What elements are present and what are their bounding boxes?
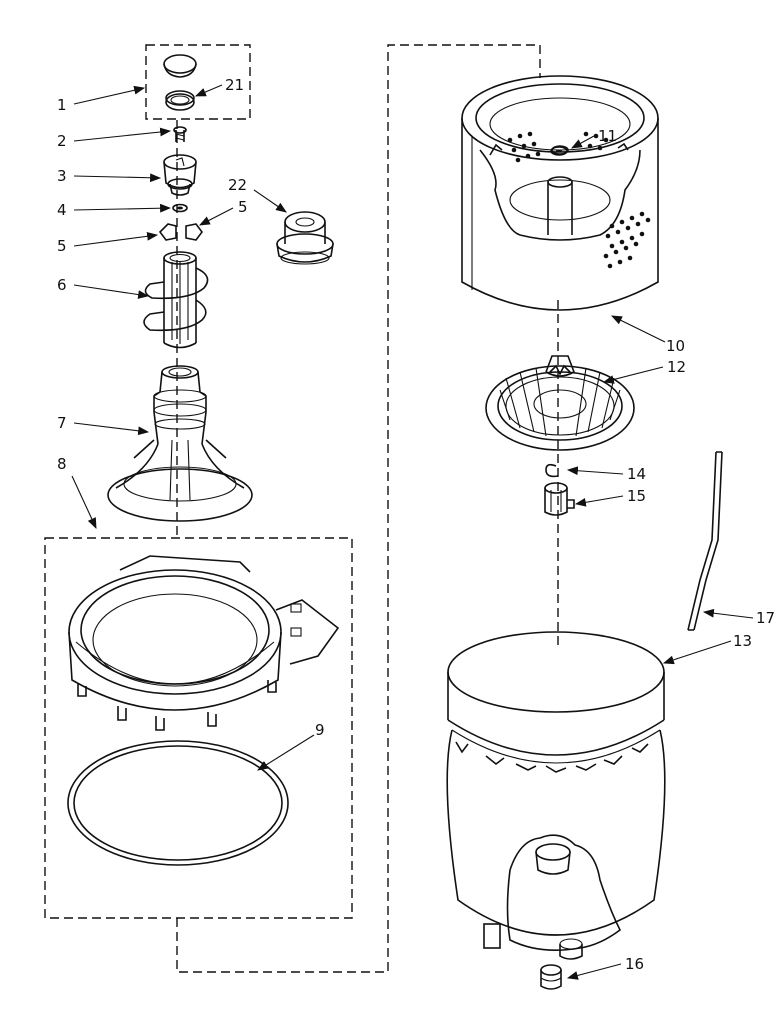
leader-11 bbox=[571, 135, 595, 149]
connector-line bbox=[176, 44, 541, 973]
leader-7 bbox=[73, 422, 150, 436]
leader-10 bbox=[611, 315, 666, 343]
part-17-hose bbox=[687, 451, 723, 631]
callout-8: 8 bbox=[57, 455, 67, 473]
callout-9: 9 bbox=[315, 721, 325, 739]
callout-16: 16 bbox=[625, 955, 644, 973]
leader-15 bbox=[574, 495, 624, 507]
callout-4: 4 bbox=[57, 201, 67, 219]
leader-4 bbox=[73, 203, 172, 213]
callout-6: 6 bbox=[57, 276, 67, 294]
part-2-bolt bbox=[173, 126, 187, 142]
part-22-bearing bbox=[276, 211, 334, 265]
leader-21 bbox=[194, 84, 223, 97]
leader-2 bbox=[73, 127, 172, 142]
leader-1 bbox=[73, 85, 146, 105]
callout-1: 1 bbox=[57, 96, 67, 114]
leader-13 bbox=[662, 640, 732, 665]
callout-17: 17 bbox=[756, 609, 775, 627]
callout-11: 11 bbox=[598, 127, 617, 145]
callout-5-left: 5 bbox=[57, 237, 67, 255]
callout-15: 15 bbox=[627, 487, 646, 505]
part-3-cam bbox=[163, 154, 197, 196]
box-parts-8-9 bbox=[44, 537, 353, 919]
leader-3 bbox=[73, 173, 162, 183]
callout-10: 10 bbox=[666, 337, 685, 355]
part-21-cap bbox=[163, 54, 197, 111]
part-13-outer-tub bbox=[446, 631, 666, 960]
part-15-coupling bbox=[544, 482, 575, 516]
callout-12: 12 bbox=[667, 358, 686, 376]
callout-22: 22 bbox=[228, 176, 247, 194]
part-12-drive-block bbox=[485, 355, 635, 451]
callout-21: 21 bbox=[225, 76, 244, 94]
leader-5a bbox=[199, 207, 234, 226]
box-parts-1-21 bbox=[145, 44, 251, 120]
part-14-clip bbox=[545, 463, 559, 478]
leader-9 bbox=[257, 734, 315, 771]
leader-16 bbox=[566, 963, 622, 980]
leader-lines bbox=[71, 84, 754, 980]
part-8-tub-ring bbox=[68, 555, 340, 731]
basket-holes bbox=[507, 131, 651, 269]
part-16-plug bbox=[540, 964, 562, 990]
part-6-auger bbox=[143, 251, 209, 349]
callout-5-right: 5 bbox=[238, 198, 248, 216]
part-10-basket bbox=[461, 75, 659, 311]
dashed-group-boxes bbox=[44, 44, 559, 973]
part-11-nut bbox=[550, 146, 568, 156]
leader-5b bbox=[73, 231, 159, 247]
callout-labels: 1 2 3 4 5 5 6 7 8 9 10 11 12 13 14 15 16… bbox=[57, 76, 775, 973]
leader-12 bbox=[602, 366, 664, 384]
outer-tub-slots bbox=[455, 741, 649, 773]
part-4-washer bbox=[172, 203, 188, 213]
leader-8 bbox=[71, 475, 97, 529]
leader-14 bbox=[566, 466, 624, 476]
callout-13: 13 bbox=[733, 632, 752, 650]
callout-14: 14 bbox=[627, 465, 646, 483]
part-9-seal-ring bbox=[67, 740, 289, 866]
tub-ring-tabs bbox=[77, 680, 277, 731]
callout-3: 3 bbox=[57, 167, 67, 185]
callout-7: 7 bbox=[57, 414, 67, 432]
callout-2: 2 bbox=[57, 132, 67, 150]
part-5-dogs bbox=[158, 223, 203, 241]
leader-22 bbox=[253, 189, 287, 213]
leader-6 bbox=[73, 284, 150, 299]
leader-17 bbox=[702, 608, 754, 619]
part-7-agitator bbox=[107, 365, 253, 522]
